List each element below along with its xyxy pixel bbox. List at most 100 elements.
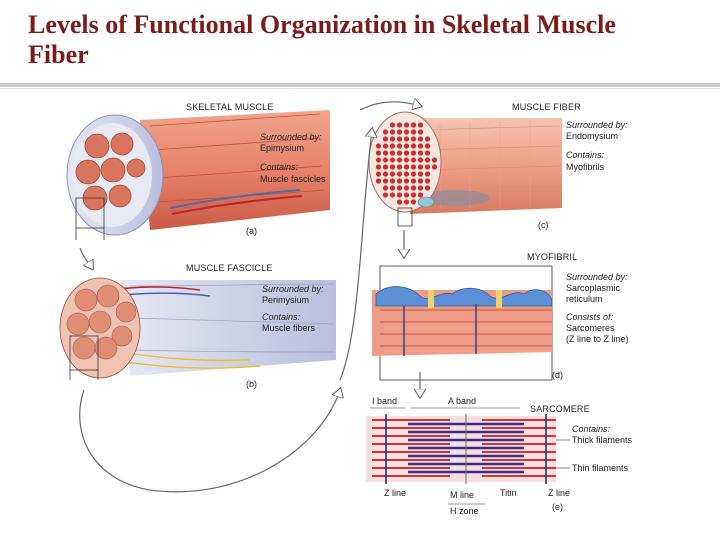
myofibril-dot	[375, 164, 382, 170]
myofibril-dot	[382, 136, 389, 142]
fiber-bundle-cross-section	[66, 284, 137, 360]
myofibril-dot	[410, 136, 417, 142]
panel-b-surrounded-label: Surrounded by:	[262, 284, 324, 294]
t-tubules	[428, 290, 502, 308]
myofibril-dot	[431, 164, 438, 170]
myofibril-dot	[396, 171, 403, 177]
myofibril-dot	[389, 136, 396, 142]
panel-a-contains-label: Contains:	[260, 162, 299, 172]
myofibril-dot	[389, 192, 396, 198]
panel-c-contains-value: Myofibrils	[566, 162, 605, 172]
myofibril-dot	[417, 129, 424, 135]
myofibril-dot	[396, 136, 403, 142]
panel-e-a-band: A band	[448, 396, 476, 406]
myofibril-dot	[424, 185, 431, 191]
fascicle-bundles	[75, 132, 146, 211]
myofibril-dot	[382, 178, 389, 184]
panel-e-titin: Titin	[500, 488, 517, 498]
panel-b-surrounded-value: Perimysium	[262, 295, 309, 305]
panel-d-heading: MYOFIBRIL	[527, 252, 577, 262]
myofibril-dot	[396, 122, 403, 128]
myofibril-dot	[403, 157, 410, 163]
panel-d-consists-label: Consists of:	[566, 312, 614, 322]
myofibril-dot	[417, 171, 424, 177]
myofibril-dot	[375, 171, 382, 177]
myofibril-dot	[410, 199, 417, 205]
panel-e-z-line-right: Z line	[548, 488, 570, 498]
myofibril-dot	[396, 199, 403, 205]
muscle-organization-diagram: SKELETAL MUSCLE Surrounded by: Epimysium…	[59, 90, 633, 516]
muscle-belly	[140, 110, 330, 230]
panel-e-thick: Thick filaments	[572, 435, 633, 445]
myofibril-dot	[403, 192, 410, 198]
myofibril-dot	[403, 150, 410, 156]
panel-e-contains-label: Contains:	[572, 424, 611, 434]
myofibril-dot	[382, 171, 389, 177]
myofibril-dot	[375, 178, 382, 184]
myofibril-dot	[382, 192, 389, 198]
panel-c-letter: (c)	[538, 220, 549, 230]
panel-a-surrounded-value: Epimysium	[260, 143, 304, 153]
panel-muscle-fiber: MUSCLE FIBER Surrounded by: Endomysium C…	[368, 102, 628, 230]
panel-muscle-fascicle: MUSCLE FASCICLE Surrounded by: Perimysiu…	[59, 263, 336, 389]
panel-c-surrounded-value: Endomysium	[566, 131, 618, 141]
panel-sarcomere: I band A band SARCOMERE Contains: Thick …	[366, 396, 633, 516]
myofibril-dot	[382, 185, 389, 191]
myofibril-dot	[424, 157, 431, 163]
myofibril-dot	[396, 157, 403, 163]
myofibril-dot	[417, 143, 424, 149]
myofibril-dot	[382, 164, 389, 170]
myofibril-dot	[382, 129, 389, 135]
myofibril-striations	[380, 309, 552, 347]
myofibril-dot	[410, 178, 417, 184]
myofibril-dots	[375, 122, 438, 205]
panel-e-h-zone: H zone	[450, 506, 479, 516]
myofibril-dot	[410, 129, 417, 135]
slide-title: Levels of Functional Organization in Ske…	[28, 10, 616, 69]
sarcoplasmic-reticulum	[375, 286, 553, 307]
myofibril-dot	[389, 150, 396, 156]
myofibril-dot	[396, 192, 403, 198]
myofibril-dot	[417, 178, 424, 184]
title-divider	[0, 83, 720, 87]
arrow-top-to-fiber	[359, 102, 420, 111]
myofibril-dot	[375, 143, 382, 149]
myofibril-dot	[417, 192, 424, 198]
myofibril-dot	[396, 178, 403, 184]
myofibril-dot	[410, 192, 417, 198]
panel-d-surrounded-value-2: reticulum	[566, 294, 603, 304]
myofibril-dot	[410, 185, 417, 191]
myofibril-dot	[389, 143, 396, 149]
myofibril-dot	[389, 122, 396, 128]
panel-skeletal-muscle: SKELETAL MUSCLE Surrounded by: Epimysium…	[66, 102, 330, 240]
myofibril-dot	[424, 178, 431, 184]
myofibril-dot	[375, 157, 382, 163]
myofibril-dot	[389, 157, 396, 163]
myofibril-dot	[417, 136, 424, 142]
myofibril-dot	[410, 122, 417, 128]
myofibril-dot	[382, 143, 389, 149]
myofibril-dot	[375, 150, 382, 156]
myofibril-dot	[396, 150, 403, 156]
myofibril-dot	[424, 136, 431, 142]
panel-b-heading: MUSCLE FASCICLE	[186, 263, 273, 273]
myofibril-dot	[382, 150, 389, 156]
arrow-b-to-c-lower	[79, 390, 340, 493]
myofibril-dot	[389, 185, 396, 191]
panel-e-i-band: I band	[372, 396, 397, 406]
myofibril-dot	[424, 171, 431, 177]
myofibril-dot	[396, 164, 403, 170]
myofibril-dot	[389, 178, 396, 184]
myofibril-dot	[424, 150, 431, 156]
panel-a-letter: (a)	[246, 226, 257, 236]
myofibril-dot	[403, 185, 410, 191]
myofibril-dot	[396, 143, 403, 149]
myofibril-dot	[410, 150, 417, 156]
myofibril-dot	[403, 171, 410, 177]
panel-d-consists-value-2: (Z line to Z line)	[566, 334, 629, 344]
myofibril-dot	[403, 122, 410, 128]
panel-d-surrounded-value-1: Sarcoplasmic	[566, 283, 621, 293]
myofibril-dot	[417, 185, 424, 191]
panel-e-m-line: M line	[450, 490, 474, 500]
myofibril-dot	[403, 178, 410, 184]
